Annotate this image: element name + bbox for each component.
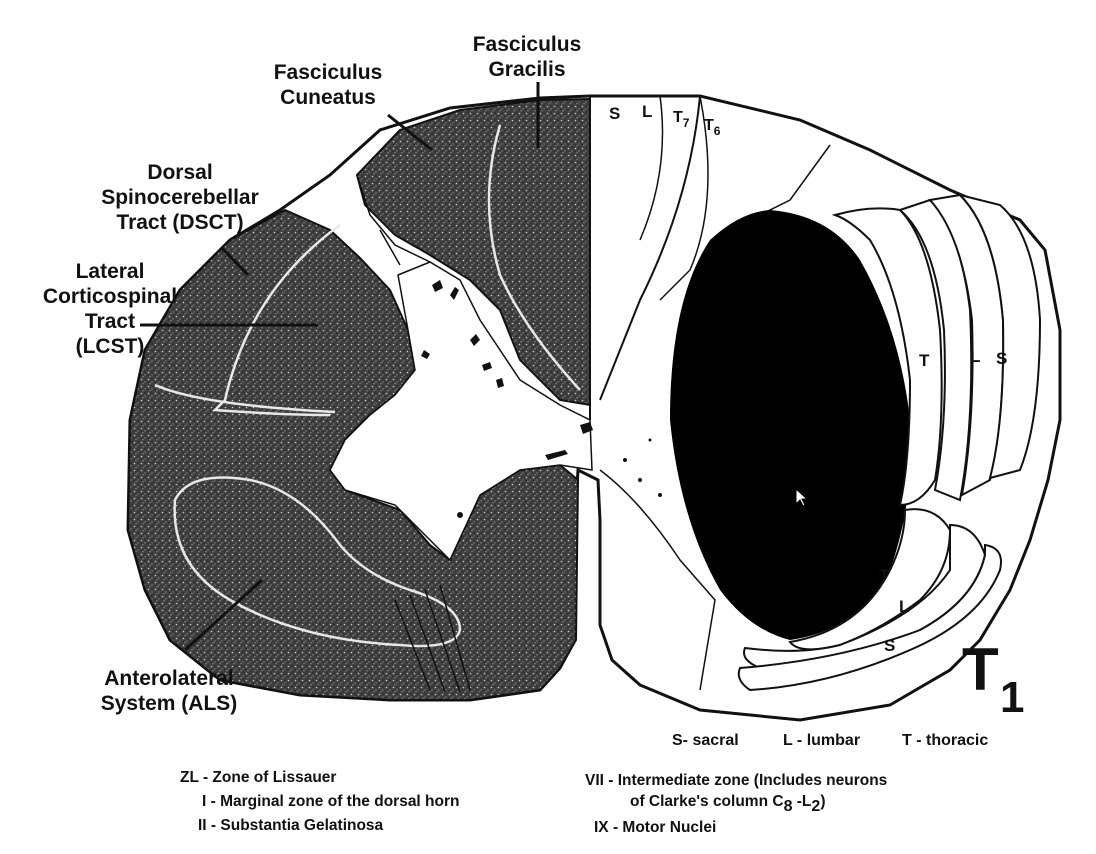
legend-zl: ZL - Zone of Lissauer — [180, 769, 337, 786]
legend-ii: II - Substantia Gelatinosa — [198, 817, 384, 834]
anterior-letter-l: L — [899, 597, 909, 616]
dsct-boundary — [212, 223, 341, 417]
right-intermediate — [599, 469, 716, 691]
dorsal-horn-outline — [379, 229, 401, 266]
right-column-divider-2 — [659, 95, 709, 301]
label-als: Anterolateral System (ALS) — [62, 666, 276, 716]
label-lcst-line3: Tract — [84, 310, 136, 333]
lcst-boundary — [154, 383, 336, 414]
lateral-letter-t: T — [919, 351, 930, 370]
label-gracilis-line1: Fasciculus — [472, 33, 582, 56]
label-dsct-line2: Spinocerebellar — [101, 186, 259, 209]
label-fasciculus-cuneatus: Fasciculus Cuneatus — [252, 60, 404, 110]
label-lcst-line4: (LCST) — [75, 335, 145, 358]
lateral-letter-s: S — [996, 349, 1007, 368]
legend-ix: IX - Motor Nuclei — [594, 819, 717, 836]
ventral-root-fibers — [394, 584, 471, 693]
dc-letter-s: S — [609, 104, 620, 123]
right-column-divider-1 — [639, 95, 664, 241]
pointer-lines — [140, 82, 540, 652]
gracilis-boundary — [487, 124, 581, 391]
mouse-cursor-icon — [795, 488, 809, 507]
label-cuneatus-line1: Fasciculus — [273, 61, 383, 84]
legend-i: I - Marginal zone of the dorsal horn — [202, 793, 460, 810]
key-thoracic: T - thoracic — [902, 732, 989, 749]
legend-vii: VII - Intermediate zone (Includes neuron… — [585, 772, 888, 789]
legend-sub-8: 8 — [783, 798, 793, 815]
label-als-line2: System (ALS) — [100, 692, 238, 715]
legend-vii-cont: of Clarke's column C8 -L2) — [630, 791, 826, 815]
lateral-letter-l: L — [970, 347, 980, 366]
nuclei-marks — [421, 280, 662, 518]
anterior-tract-bands — [737, 508, 1002, 692]
label-dsct-line3: Tract (DSCT) — [116, 211, 244, 234]
legend-dash: -L — [792, 793, 812, 810]
legend-vii-cont-text: of Clarke's column C — [630, 793, 784, 810]
central-gray — [329, 261, 593, 562]
label-lcst-line2: Corticospinal — [42, 285, 178, 308]
anterior-letter-s: S — [884, 636, 895, 655]
anterior-letter-t: T — [879, 566, 890, 585]
dc-letter-l: L — [642, 102, 652, 121]
label-als-line1: Anterolateral — [104, 667, 234, 690]
label-dsct-line1: Dorsal — [147, 161, 213, 184]
als-loop — [173, 476, 462, 648]
label-fasciculus-gracilis: Fasciculus Gracilis — [455, 32, 599, 82]
level-letter: T — [962, 636, 999, 703]
label-cuneatus-line2: Cuneatus — [280, 86, 376, 109]
label-dsct: Dorsal Spinocerebellar Tract (DSCT) — [80, 160, 280, 235]
lateral-tract-bands — [831, 193, 1042, 507]
level-subscript: 1 — [1000, 673, 1024, 722]
key-sacral: S- sacral — [672, 732, 739, 749]
legend-close: ) — [820, 793, 826, 810]
zone-of-lissauer — [356, 174, 431, 263]
lcst-black-region — [670, 210, 911, 640]
label-gracilis-line2: Gracilis — [488, 58, 566, 81]
legend-sub-2: 2 — [811, 798, 821, 815]
right-fasciculus-gracilis — [599, 95, 702, 401]
label-lcst-line1: Lateral — [75, 260, 145, 283]
label-lcst: Lateral Corticospinal Tract (LCST) — [10, 259, 210, 359]
key-lumbar: L - lumbar — [783, 732, 861, 749]
